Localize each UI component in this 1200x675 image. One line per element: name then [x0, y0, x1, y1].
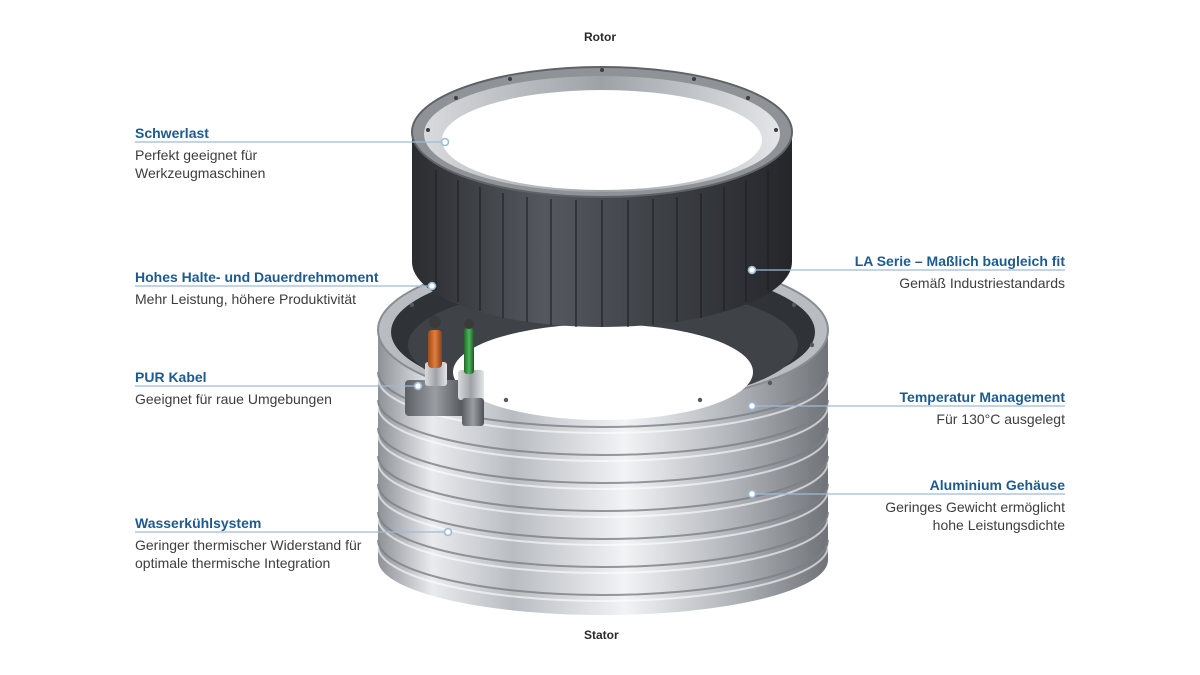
callout-desc-line: Perfekt geeignet für: [135, 147, 258, 163]
stator-label: Stator: [584, 628, 619, 642]
callout-title: Hohes Halte- und Dauerdrehmoment: [135, 269, 379, 285]
callout-desc: Geringes Gewicht ermöglicht hohe Leistun…: [885, 498, 1065, 534]
callout-aluminium: Aluminium Gehäuse Geringes Gewicht ermög…: [885, 476, 1065, 534]
callout-desc-line: Gemäß Industriestandards: [899, 275, 1065, 291]
callout-title: Schwerlast: [135, 125, 209, 141]
callout-desc-line: Geringer thermischer Widerstand für: [135, 537, 362, 553]
callout-title: Temperatur Management: [899, 389, 1065, 405]
callout-la-serie: LA Serie – Maßlich baugleich fit Gemäß I…: [855, 252, 1065, 292]
callout-desc-line: hohe Leistungsdichte: [932, 517, 1065, 533]
leader-dots: [413, 137, 757, 537]
rotor-ring: [411, 66, 793, 327]
callout-temperatur: Temperatur Management Für 130°C ausgeleg…: [900, 388, 1065, 428]
callout-title: PUR Kabel: [135, 369, 207, 385]
callout-wasserkuehlsystem: Wasserkühlsystem Geringer thermischer Wi…: [135, 514, 361, 572]
callout-desc: Geringer thermischer Widerstand für opti…: [135, 536, 361, 572]
callout-desc-line: Mehr Leistung, höhere Produktivität: [135, 291, 357, 307]
callout-desc-line: Werkzeugmaschinen: [135, 165, 266, 181]
callout-desc: Perfekt geeignet für Werkzeugmaschinen: [135, 146, 265, 182]
callout-title: Wasserkühlsystem: [135, 515, 262, 531]
callout-desc: Mehr Leistung, höhere Produktivität: [135, 290, 378, 308]
rotor-label: Rotor: [584, 30, 616, 44]
callout-desc: Geeignet für raue Umgebungen: [135, 390, 332, 408]
callout-desc-line: Geeignet für raue Umgebungen: [135, 391, 332, 407]
callout-desc-line: Für 130°C ausgelegt: [936, 411, 1065, 427]
callout-title: LA Serie – Maßlich baugleich fit: [854, 253, 1065, 269]
callout-title: Aluminium Gehäuse: [929, 477, 1065, 493]
callout-schwerlast: Schwerlast Perfekt geeignet für Werkzeug…: [135, 124, 265, 182]
callout-desc-line: Geringes Gewicht ermöglicht: [885, 499, 1065, 515]
callout-desc: Für 130°C ausgelegt: [900, 410, 1065, 428]
callout-desc: Gemäß Industriestandards: [855, 274, 1065, 292]
callout-drehmoment: Hohes Halte- und Dauerdrehmoment Mehr Le…: [135, 268, 378, 308]
callout-pur-kabel: PUR Kabel Geeignet für raue Umgebungen: [135, 368, 332, 408]
leader-lines: [135, 141, 1065, 533]
callout-desc-line: optimale thermische Integration: [135, 555, 331, 571]
